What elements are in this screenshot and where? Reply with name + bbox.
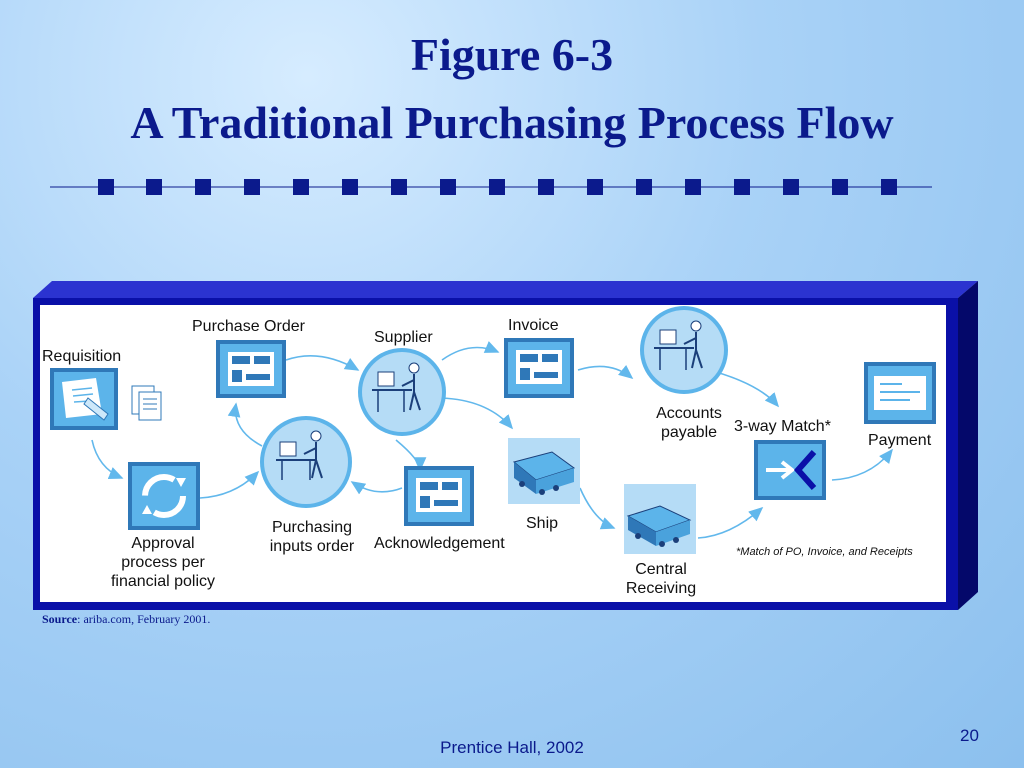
page-number: 20 [960,726,979,745]
source-label: Source [42,612,78,626]
arrow-supplier-ship [441,397,514,430]
slide-title-line1: Figure 6-3 [410,29,614,80]
label-invoice: Invoice [508,317,559,334]
requisition-icon [50,368,118,430]
label-central-receiving: Central Receiving [625,561,697,597]
arrow-receiving-match [697,506,764,539]
invoice-icon [504,338,574,398]
arrow-supplier-invoice [441,341,500,361]
accounts-payable-person-icon [640,306,728,394]
purchasing-person-icon [260,416,352,508]
documents-icon [131,385,162,421]
acknowledgement-icon [404,466,474,526]
label-purchase-order: Purchase Order [192,318,305,335]
approval-cycle-icon [128,462,200,530]
arrow-requisition-approval [91,439,124,479]
label-ship: Ship [526,515,559,532]
frame-side-bevel [958,281,978,610]
label-payment: Payment [868,432,932,449]
payment-check-icon [864,362,936,424]
purchase-order-icon [216,340,286,398]
three-way-match-icon [754,440,826,500]
label-approval: Approval process per financial policy [110,535,216,590]
source-text: : ariba.com, February 2001. [77,612,211,626]
arrow-po-supplier [285,354,360,371]
frame-top-bevel [33,281,978,298]
slide-title-line2: A Traditional Purchasing Process Flow [130,97,894,148]
arrow-ap-match [715,371,780,408]
slide-footer: Prentice Hall, 2002 [440,738,584,757]
ship-truck-icon [508,438,580,504]
label-supplier: Supplier [374,329,433,346]
label-purchasing-inputs-order: Purchasing inputs order [269,519,355,555]
label-requisition: Requisition [42,348,122,365]
source-note: Source: ariba.com, February 2001. [42,612,210,627]
arrow-invoice-ap [577,364,634,380]
arrow-match-payment [831,448,893,481]
label-accounts-payable: Accounts payable [656,405,722,441]
supplier-person-icon [358,348,446,436]
label-three-way-match: 3-way Match* [734,418,831,435]
title-divider [50,179,932,195]
arrow-purchasing-po [227,402,263,447]
arrow-ship-receiving [579,487,616,530]
central-receiving-truck-icon [624,484,696,554]
arrow-ack-purchasing [350,481,403,495]
label-acknowledgement: Acknowledgement [374,535,505,552]
arrow-approval-purchasing [199,470,260,499]
match-footnote: *Match of PO, Invoice, and Receipts [736,546,913,558]
